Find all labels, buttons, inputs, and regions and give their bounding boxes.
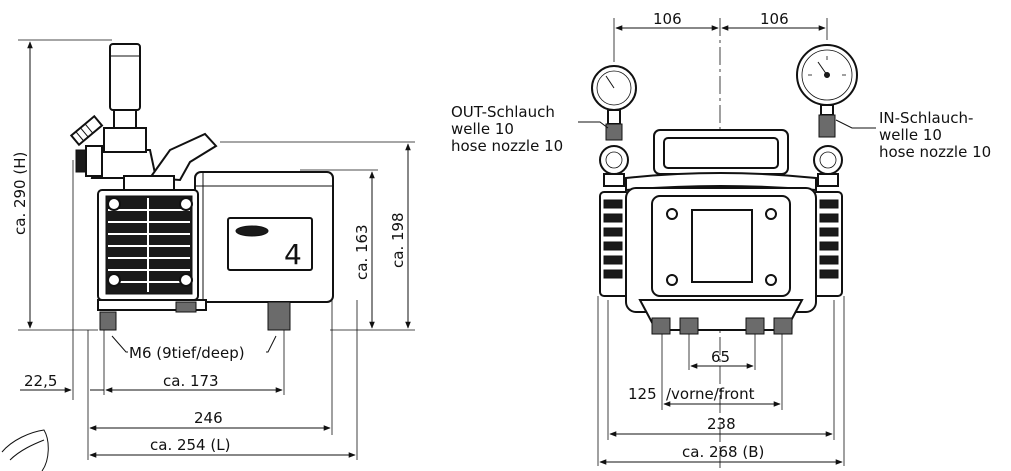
out-hose-label-line1: OUT-Schlauch <box>451 103 555 121</box>
spacing-106-left-label: 106 <box>653 10 682 28</box>
height-163-label: ca. 163 <box>353 224 371 280</box>
in-hose-label-line2: welle 10 <box>879 126 942 144</box>
front-view: 106 106 <box>451 10 991 468</box>
width-238-label: 238 <box>707 415 736 433</box>
width-246-label: 246 <box>194 409 223 427</box>
width-173-label: ca. 173 <box>163 372 219 390</box>
thread-m6-label: M6 (9tief/deep) <box>129 344 245 362</box>
width-268-label: ca. 268 (B) <box>682 443 764 461</box>
foot-65-label: 65 <box>711 348 730 366</box>
in-hose-label-line3: hose nozzle 10 <box>879 143 991 161</box>
height-290-label: ca. 290 (H) <box>11 152 29 235</box>
length-254-label: ca. 254 (L) <box>150 436 230 454</box>
foot-125-label: 125 <box>628 385 657 403</box>
out-hose-label-line3: hose nozzle 10 <box>451 137 563 155</box>
foot-125-front-label: /vorne/front <box>666 385 755 403</box>
offset-22-5-label: 22,5 <box>24 372 57 390</box>
model-number: 4 <box>284 238 302 271</box>
height-198-label: ca. 198 <box>389 212 407 268</box>
side-view: ca. 290 (H) 22,5 ca. 173 246 ca. 254 (L)… <box>1 39 415 471</box>
out-hose-label-line2: welle 10 <box>451 120 514 138</box>
spacing-106-right-label: 106 <box>760 10 789 28</box>
in-hose-label-line1: IN-Schlauch- <box>879 109 973 127</box>
